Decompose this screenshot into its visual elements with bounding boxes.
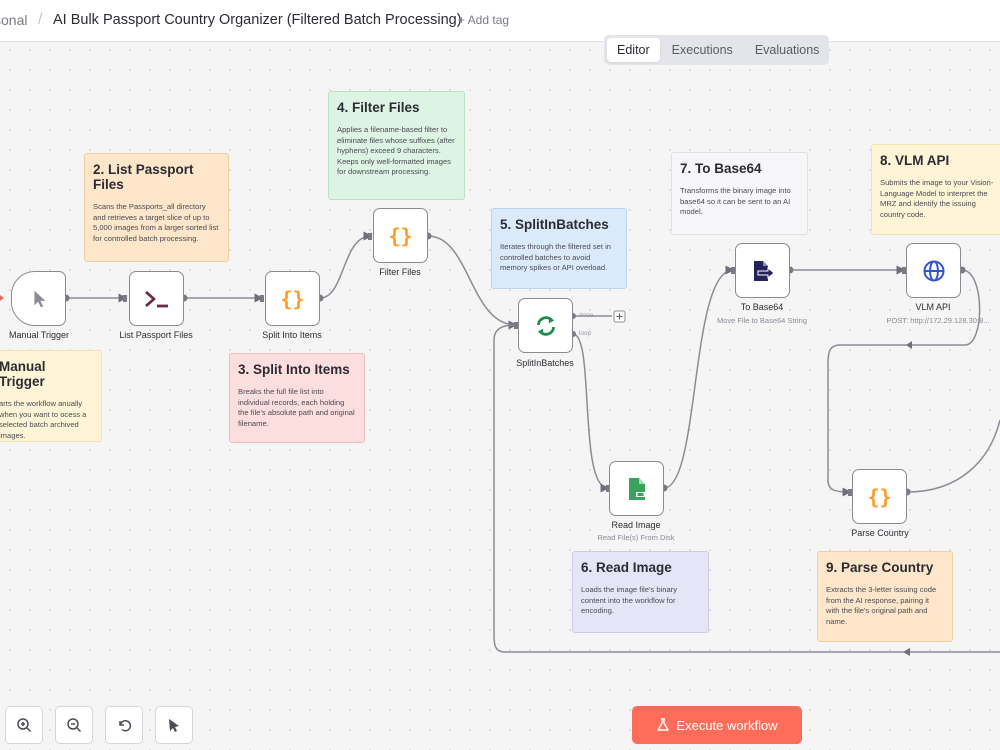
sticky-note-list-files[interactable]: 2. List Passport Files Scans the Passpor…	[84, 153, 229, 262]
undo-button[interactable]	[105, 706, 143, 744]
port-list-in	[123, 295, 127, 302]
node-list-passport-files[interactable]	[129, 271, 184, 326]
port-read-in	[606, 485, 610, 492]
workflow-title[interactable]: AI Bulk Passport Country Organizer (Filt…	[53, 12, 462, 28]
port-label-done: done	[579, 312, 594, 319]
code-braces-icon: {}	[280, 286, 305, 311]
sticky-note-title: 5. SplitInBatches	[500, 217, 609, 232]
file-export-icon	[753, 260, 775, 281]
connection-vlm-to-parse	[827, 269, 981, 497]
node-vlm-api[interactable]	[906, 243, 961, 298]
node-subtitle-read-image: Read File(s) From Disk	[597, 533, 675, 542]
sticky-note-body: Extracts the 3-letter issuing code from …	[826, 585, 937, 626]
node-label-list-passport-files: List Passport Files	[119, 330, 193, 340]
code-braces-icon: {}	[388, 223, 413, 248]
zoom-in-button[interactable]	[5, 706, 43, 744]
port-vlm-in	[902, 267, 906, 274]
sticky-note-body: Loads the image file's binary content in…	[581, 585, 678, 616]
top-bar: sonal / AI Bulk Passport Country Organiz…	[0, 0, 1000, 42]
sticky-note-read-image[interactable]: 6. Read Image Loads the image file's bin…	[572, 551, 709, 633]
sticky-note-vlm-api[interactable]: 8. VLM API Submits the image to your Vis…	[871, 144, 1000, 235]
port-batches-in	[514, 322, 518, 329]
node-label-filter-files: Filter Files	[379, 267, 421, 277]
tidy-up-icon	[169, 719, 179, 732]
flask-icon	[657, 718, 670, 731]
node-label-read-image: Read Image	[611, 520, 661, 530]
sticky-note-title: 2. List Passport Files	[93, 162, 194, 192]
port-split-in	[260, 295, 264, 302]
node-label-split-in-batches: SplitInBatches	[516, 358, 574, 368]
sticky-note-body: Applies a filename-based filter to elimi…	[337, 125, 455, 177]
sticky-note-body: Iterates through the filtered set in con…	[500, 242, 612, 273]
node-label-parse-country: Parse Country	[851, 528, 909, 538]
tidy-up-button[interactable]	[155, 706, 193, 744]
connection-batches-loop-to-read	[572, 333, 610, 493]
sticky-note-body: arts the workflow anually when you want …	[0, 399, 87, 440]
sticky-note-title: 6. Read Image	[581, 560, 672, 575]
sticky-note-title: 4. Filter Files	[337, 100, 420, 115]
execute-workflow-button[interactable]: Execute workflow	[632, 706, 802, 744]
sticky-note-body: Submits the image to your Vision-Languag…	[880, 178, 994, 219]
arrow-vlm-return	[906, 341, 912, 349]
node-split-in-batches[interactable]	[518, 298, 573, 353]
tab-evaluations[interactable]: Evaluations	[754, 43, 820, 57]
connection-filter-to-batches	[427, 235, 518, 330]
sticky-note-to-base64[interactable]: 7. To Base64 Transforms the binary image…	[671, 152, 808, 235]
arrow-trigger-inbound	[0, 295, 4, 301]
sync-icon	[536, 315, 555, 336]
sticky-note-title: 8. VLM API	[880, 153, 950, 168]
node-label-to-base64: To Base64	[740, 302, 784, 312]
zoom-in-icon	[17, 718, 32, 733]
sticky-note-filter-files[interactable]: 4. Filter Files Applies a filename-based…	[328, 91, 465, 200]
add-tag-button[interactable]: + Add tag	[458, 13, 510, 27]
arrow-loopback-return	[903, 648, 910, 656]
connection-loopback-bottom	[493, 324, 1000, 653]
node-read-image[interactable]	[609, 461, 664, 516]
sticky-note-body: Transforms the binary image into base64 …	[680, 186, 791, 217]
sticky-note-manual-trigger[interactable]: Manual Trigger arts the workflow anually…	[0, 350, 102, 442]
node-subtitle-to-base64: Move File to Base64 String	[716, 316, 808, 325]
node-label-split-into-items: Split Into Items	[262, 330, 322, 340]
file-icon	[628, 477, 645, 500]
terminal-icon	[144, 290, 168, 307]
sticky-note-body: Scans the Passports_all directory and re…	[93, 202, 219, 243]
node-to-base64[interactable]	[735, 243, 790, 298]
execute-workflow-label: Execute workflow	[676, 717, 778, 733]
connection-read-to-base64	[663, 265, 735, 489]
code-braces-icon: {}	[867, 484, 892, 509]
sticky-note-title: 7. To Base64	[680, 161, 762, 176]
connection-parse-loopback	[906, 419, 1000, 493]
sticky-note-title: 3. Split Into Items	[238, 362, 350, 377]
node-parse-country[interactable]: {}	[852, 469, 907, 524]
connection-split-to-filter	[319, 231, 373, 299]
node-filter-files[interactable]: {}	[373, 208, 428, 263]
node-manual-trigger[interactable]	[11, 271, 66, 326]
zoom-out-button[interactable]	[55, 706, 93, 744]
port-base64-in	[731, 267, 735, 274]
port-label-loop: loop	[579, 330, 592, 337]
node-subtitle-vlm-api: POST: http://172.29.128.30:8...	[886, 316, 990, 325]
undo-icon	[119, 720, 132, 732]
node-label-vlm-api: VLM API	[915, 302, 951, 312]
view-tabs: Editor Executions Evaluations	[604, 35, 829, 65]
breadcrumb-project[interactable]: sonal	[0, 12, 28, 28]
port-filter-in	[368, 233, 372, 240]
sticky-note-body: Breaks the full file list into individua…	[238, 387, 355, 428]
globe-icon	[923, 260, 944, 281]
breadcrumb-separator: /	[38, 11, 43, 28]
sticky-note-title: 9. Parse Country	[826, 560, 934, 575]
cursor-icon	[33, 290, 45, 307]
sticky-note-parse-country[interactable]: 9. Parse Country Extracts the 3-letter i…	[817, 551, 953, 642]
node-label-manual-trigger: Manual Trigger	[8, 330, 70, 340]
tab-editor[interactable]: Editor	[607, 38, 660, 62]
sticky-note-split-batches[interactable]: 5. SplitInBatches Iterates through the f…	[491, 208, 627, 289]
sticky-note-split-items[interactable]: 3. Split Into Items Breaks the full file…	[229, 353, 365, 443]
port-parse-in	[848, 489, 852, 496]
node-split-into-items[interactable]: {}	[265, 271, 320, 326]
tab-executions[interactable]: Executions	[671, 43, 733, 57]
zoom-out-icon	[67, 718, 82, 733]
sticky-note-title: Manual Trigger	[0, 359, 46, 389]
